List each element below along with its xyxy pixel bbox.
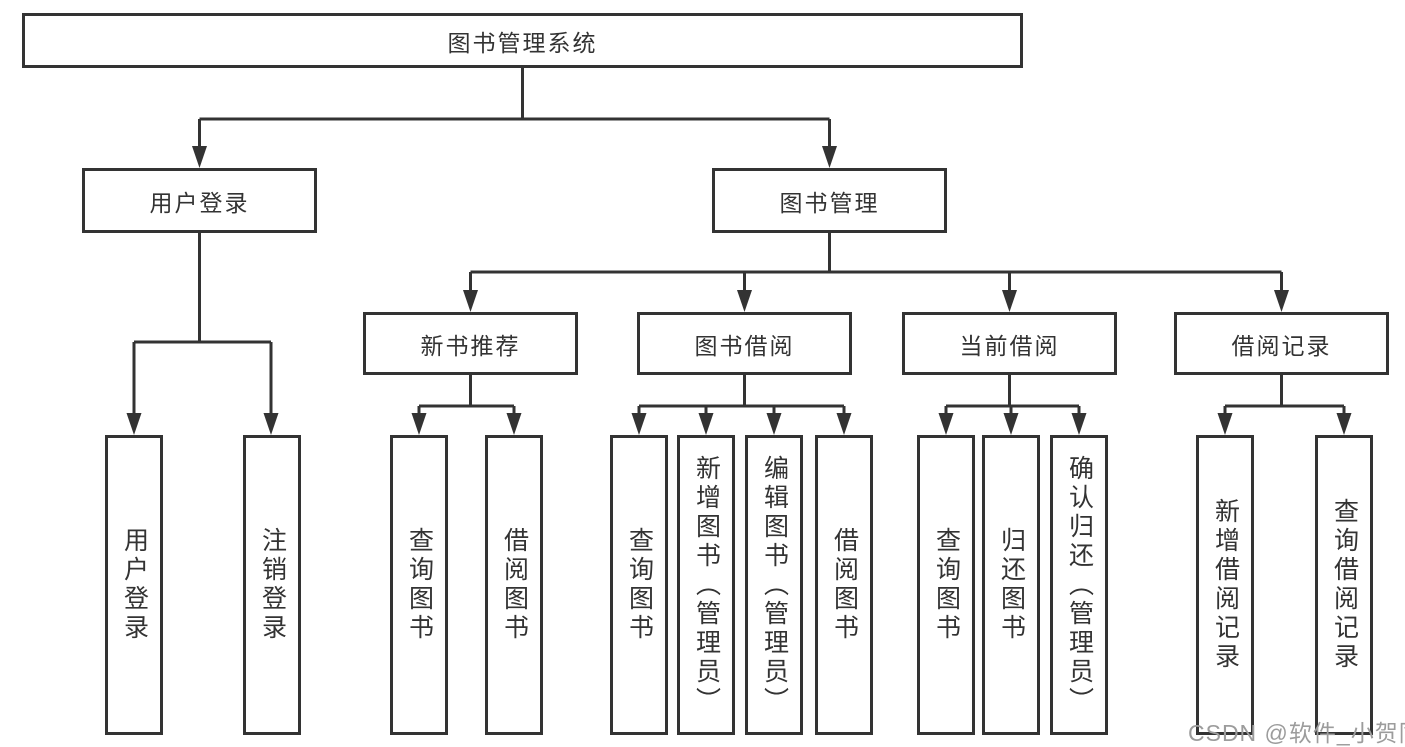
- node-user-login: 用户登录: [82, 168, 317, 233]
- leaf-user-login-label: 用户登录: [120, 527, 149, 643]
- leaf-add-borrow-record-label: 新增借阅记录: [1211, 498, 1240, 672]
- leaf-confirm-return-admin: 确认归还（管理员）: [1050, 435, 1108, 735]
- leaf-return-books: 归还图书: [982, 435, 1040, 735]
- leaf-query-borrow-record: 查询借阅记录: [1315, 435, 1373, 735]
- node-book-management-label: 图书管理: [779, 189, 880, 216]
- node-current-borrow: 当前借阅: [902, 312, 1117, 375]
- node-book-borrow-label: 图书借阅: [694, 332, 795, 359]
- node-root: 图书管理系统: [22, 13, 1023, 68]
- node-book-management: 图书管理: [712, 168, 947, 233]
- leaf-add-books-admin: 新增图书（管理员）: [677, 435, 735, 735]
- leaf-borrow-query-books: 查询图书: [610, 435, 668, 735]
- leaf-borrow-query-books-label: 查询图书: [625, 527, 654, 643]
- leaf-recommend-borrow-books: 借阅图书: [485, 435, 543, 735]
- node-user-login-label: 用户登录: [149, 189, 250, 216]
- leaf-borrow-books-label: 借阅图书: [830, 527, 859, 643]
- leaf-return-books-label: 归还图书: [997, 527, 1026, 643]
- node-new-book-recommend: 新书推荐: [363, 312, 578, 375]
- leaf-current-query-books-label: 查询图书: [932, 527, 961, 643]
- node-borrow-record-label: 借阅记录: [1231, 332, 1332, 359]
- leaf-add-books-admin-label: 新增图书（管理员）: [692, 454, 721, 716]
- leaf-query-borrow-record-label: 查询借阅记录: [1330, 498, 1359, 672]
- leaf-recommend-borrow-books-label: 借阅图书: [500, 527, 529, 643]
- leaf-edit-books-admin-label: 编辑图书（管理员）: [760, 454, 789, 716]
- node-new-book-recommend-label: 新书推荐: [420, 332, 521, 359]
- leaf-recommend-query-books: 查询图书: [390, 435, 448, 735]
- watermark-text: CSDN @软件_小贺同学: [1188, 720, 1405, 746]
- leaf-recommend-query-books-label: 查询图书: [405, 527, 434, 643]
- leaf-edit-books-admin: 编辑图书（管理员）: [745, 435, 803, 735]
- leaf-borrow-books: 借阅图书: [815, 435, 873, 735]
- node-borrow-record: 借阅记录: [1174, 312, 1389, 375]
- leaf-current-query-books: 查询图书: [917, 435, 975, 735]
- node-book-borrow: 图书借阅: [637, 312, 852, 375]
- node-root-label: 图书管理系统: [447, 29, 598, 56]
- leaf-logout-label: 注销登录: [258, 527, 287, 643]
- leaf-logout: 注销登录: [243, 435, 301, 735]
- leaf-user-login: 用户登录: [105, 435, 163, 735]
- node-current-borrow-label: 当前借阅: [959, 332, 1060, 359]
- leaf-add-borrow-record: 新增借阅记录: [1196, 435, 1254, 735]
- leaf-confirm-return-admin-label: 确认归还（管理员）: [1065, 454, 1094, 716]
